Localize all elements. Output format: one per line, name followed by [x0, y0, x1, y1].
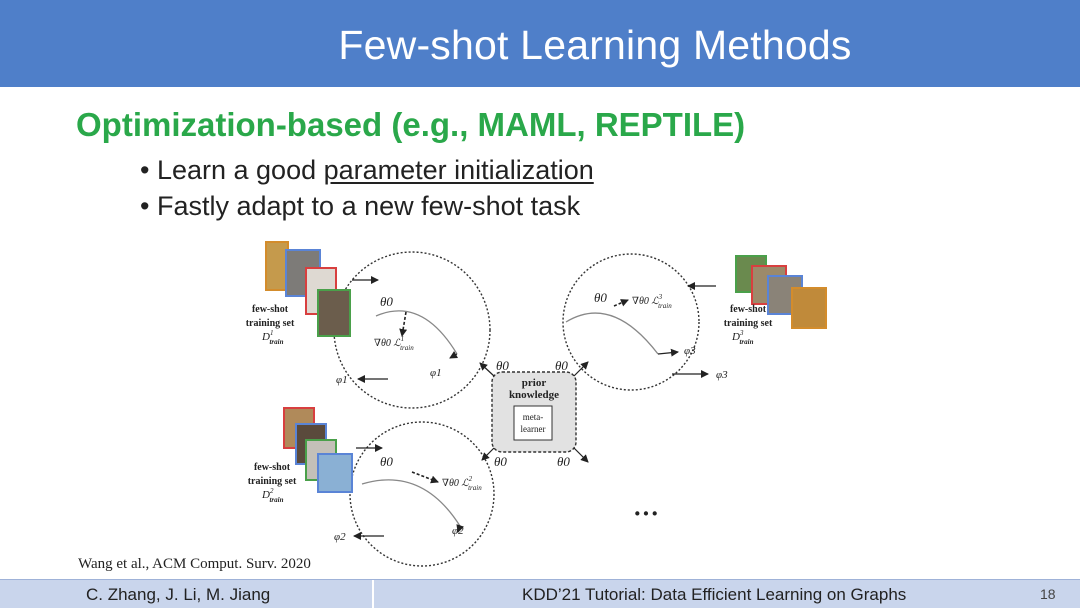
task3-phi: φ3 [684, 345, 696, 357]
task2-image-stack [283, 407, 353, 493]
task-circle-3 [562, 253, 700, 391]
task2-label-1: few-shot [254, 462, 291, 473]
task2-step-arrow [456, 524, 465, 533]
task1-gradient-arrow [399, 311, 408, 337]
bullet-list: • Learn a good parameter initialization … [140, 152, 594, 224]
task2-phi: φ2 [452, 525, 464, 537]
task2-label-2: training set [248, 476, 297, 487]
theta-label: θ0 [594, 290, 607, 305]
arrow-box-to-c3 [573, 361, 589, 377]
footer-authors-cell: C. Zhang, J. Li, M. Jiang [0, 580, 374, 608]
bullet-item: • Learn a good parameter initialization [140, 155, 594, 185]
meta-learner-label-1: meta- [523, 412, 544, 422]
task1-label-1: few-shot [252, 304, 289, 315]
page-number: 18 [1040, 586, 1056, 602]
task1-label-2: training set [246, 318, 295, 329]
section-heading: Optimization-based (e.g., MAML, REPTILE) [76, 106, 746, 143]
meta-learner-box [513, 405, 553, 441]
theta-label: θ0 [555, 358, 568, 373]
task2-phi-out: φ2 [334, 531, 346, 543]
task-circle-2 [349, 421, 495, 567]
bullet-emphasis: parameter initialization [323, 155, 594, 185]
arrow-box-to-c1 [479, 362, 495, 377]
task1-phi-out: φ1 [336, 374, 348, 386]
task3-gradient-arrow [613, 299, 629, 307]
task3-image-stack [735, 255, 827, 329]
task2-trajectory [361, 479, 461, 527]
citation: Wang et al., ACM Comput. Surv. 2020 [78, 556, 311, 572]
task1-phi: φ1 [430, 367, 442, 379]
bullet-text: Learn a good [156, 155, 324, 185]
maml-diagram: prior knowledge meta- learner θ0 θ0 θ0 θ… [246, 241, 827, 567]
task3-label-2: training set [724, 318, 773, 329]
footer-event: KDD’21 Tutorial: Data Efficient Learning… [522, 585, 907, 604]
task2-gradient-arrow [411, 471, 439, 484]
task3-step-arrow [657, 348, 679, 357]
footer-authors: C. Zhang, J. Li, M. Jiang [86, 585, 271, 604]
task3-trajectory [565, 312, 659, 355]
arrow-box-to-right [573, 447, 589, 463]
prior-label-1: prior [522, 377, 547, 389]
bullet-text: Fastly adapt to a new few-shot task [156, 191, 581, 221]
ellipsis: ··· [633, 499, 659, 528]
theta-label: θ0 [494, 454, 507, 469]
task1-step-arrow [449, 351, 459, 359]
theta-label: θ0 [557, 454, 570, 469]
task-circle-1 [333, 251, 491, 409]
slide-header: Few-shot Learning Methods [0, 0, 1080, 87]
task3-phi-out: φ3 [716, 369, 728, 381]
slide-title: Few-shot Learning Methods [338, 22, 852, 68]
arrow-box-to-c2 [481, 447, 495, 461]
bullet-item: • Fastly adapt to a new few-shot task [140, 191, 581, 221]
theta-label: θ0 [380, 454, 393, 469]
task1-image-stack [265, 241, 351, 337]
theta-label: θ0 [380, 294, 393, 309]
task3-label-1: few-shot [730, 304, 767, 315]
meta-learner-label-2: learner [521, 424, 546, 434]
theta-label: θ0 [496, 358, 509, 373]
slide-footer: C. Zhang, J. Li, M. Jiang KDD’21 Tutoria… [0, 579, 1080, 608]
task1-trajectory [375, 310, 458, 355]
prior-label-2: knowledge [509, 389, 559, 401]
